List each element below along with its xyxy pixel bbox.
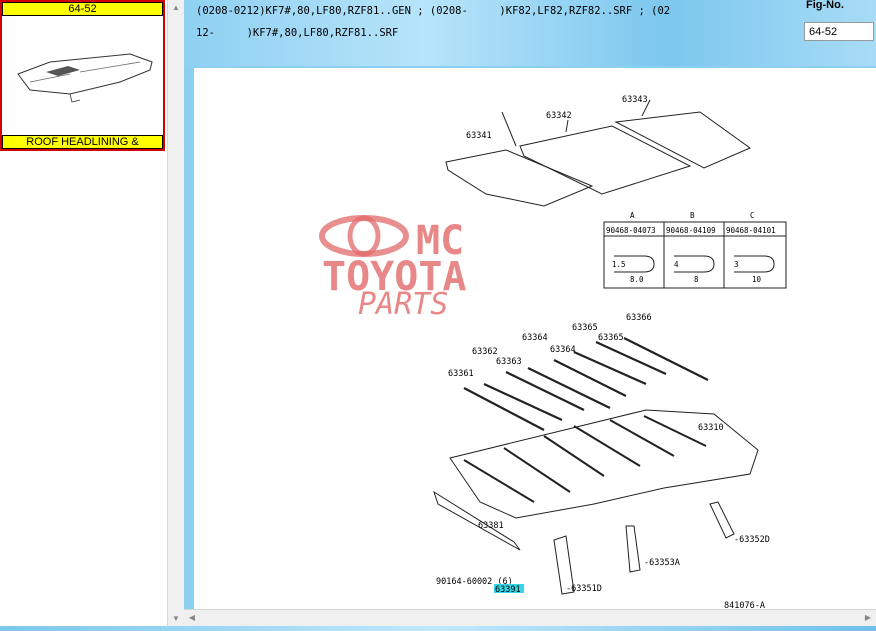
clip-dim-a1: 1.5 <box>612 260 626 269</box>
clip-symbol-c: C <box>750 211 755 220</box>
clip-symbol-a: A <box>630 211 635 220</box>
diagram-canvas: MC TOYOTA PARTS 63341 63342 63343 63361 … <box>194 68 876 614</box>
clip-dim-a2: 8.0 <box>630 275 644 284</box>
thumbnail-code: 64-52 <box>2 2 163 16</box>
model-line-2: 12- )KF7#,80,LF80,RZF81..SRF <box>196 27 399 39</box>
clip-dim-c2: 10 <box>752 275 762 284</box>
part-63363[interactable]: 63363 <box>496 357 522 367</box>
watermark-line2: TOYOTA <box>322 254 467 300</box>
thumbnail-image <box>17 53 153 103</box>
bottom-strip <box>0 626 876 631</box>
part-63366[interactable]: 63366 <box>626 313 652 323</box>
thumbnail-panel: 64-52 ROOF HEADLINING & <box>0 0 167 631</box>
part-63391-highlight <box>494 584 524 593</box>
part-63310[interactable]: 63310 <box>698 423 724 433</box>
parts-diagram: MC TOYOTA PARTS 63341 63342 63343 63361 … <box>319 95 787 611</box>
model-line-1: (0208-0212)KF7#,80,LF80,RZF81..GEN ; (02… <box>196 5 671 17</box>
clip-part-b[interactable]: 90468-04109 <box>666 226 716 235</box>
part-63365-b[interactable]: 63365 <box>598 333 624 343</box>
part-63364-b[interactable]: 63364 <box>550 345 576 355</box>
thumbnail-card[interactable]: 64-52 ROOF HEADLINING & <box>0 0 165 151</box>
clip-dim-c1: 3 <box>734 260 739 269</box>
clip-part-a[interactable]: 90468-04073 <box>606 226 656 235</box>
part-63352d[interactable]: -63352D <box>734 535 770 545</box>
scroll-left-icon[interactable]: ◀ <box>184 610 200 626</box>
panel-63343[interactable] <box>614 111 752 169</box>
part-63353a[interactable]: -63353A <box>644 558 680 568</box>
part-63365-a[interactable]: 63365 <box>572 323 598 333</box>
part-63391[interactable]: 63391 <box>495 585 521 595</box>
scroll-down-icon[interactable]: ▼ <box>168 611 184 627</box>
part-63351d[interactable]: -63351D <box>566 584 602 594</box>
part-63381[interactable]: 63381 <box>478 521 504 531</box>
bottom-scrollbar[interactable]: ◀ ▶ <box>184 609 876 626</box>
clip-dim-b1: 4 <box>674 260 679 269</box>
clip-symbol-b: B <box>690 211 695 220</box>
panel-63341[interactable] <box>445 149 594 207</box>
scroll-right-icon[interactable]: ▶ <box>860 610 876 626</box>
clip-table <box>603 221 787 289</box>
fig-no-label: Fig-No. <box>806 0 844 11</box>
diagram-frame: MC TOYOTA PARTS 63341 63342 63343 63361 … <box>184 66 876 631</box>
headlining-63310[interactable] <box>449 409 759 519</box>
part-63341[interactable]: 63341 <box>466 131 492 141</box>
watermark-line1: MC <box>416 218 464 264</box>
scroll-up-icon[interactable]: ▲ <box>168 0 184 16</box>
watermark-line3: PARTS <box>358 287 448 322</box>
figure-number: 841076-A <box>724 601 765 611</box>
part-63343[interactable]: 63343 <box>622 95 648 105</box>
clip-part-c[interactable]: 90468-04101 <box>726 226 776 235</box>
left-scrollbar[interactable]: ▲ ▼ <box>167 0 184 631</box>
header-band: (0208-0212)KF7#,80,LF80,RZF81..GEN ; (02… <box>184 0 876 66</box>
part-90164[interactable]: 90164-60002 (6) <box>436 577 513 587</box>
model-applicability: (0208-0212)KF7#,80,LF80,RZF81..GEN ; (02… <box>196 0 796 44</box>
fig-no-input[interactable] <box>804 22 874 41</box>
thumbnail-title: ROOF HEADLINING & <box>2 135 163 149</box>
watermark-logo: MC TOYOTA PARTS <box>319 215 467 322</box>
part-63361[interactable]: 63361 <box>448 369 474 379</box>
part-63364-a[interactable]: 63364 <box>522 333 548 343</box>
part-63342[interactable]: 63342 <box>546 111 572 121</box>
clip-dim-b2: 8 <box>694 275 699 284</box>
panel-63342[interactable] <box>519 125 692 195</box>
part-63362[interactable]: 63362 <box>472 347 498 357</box>
